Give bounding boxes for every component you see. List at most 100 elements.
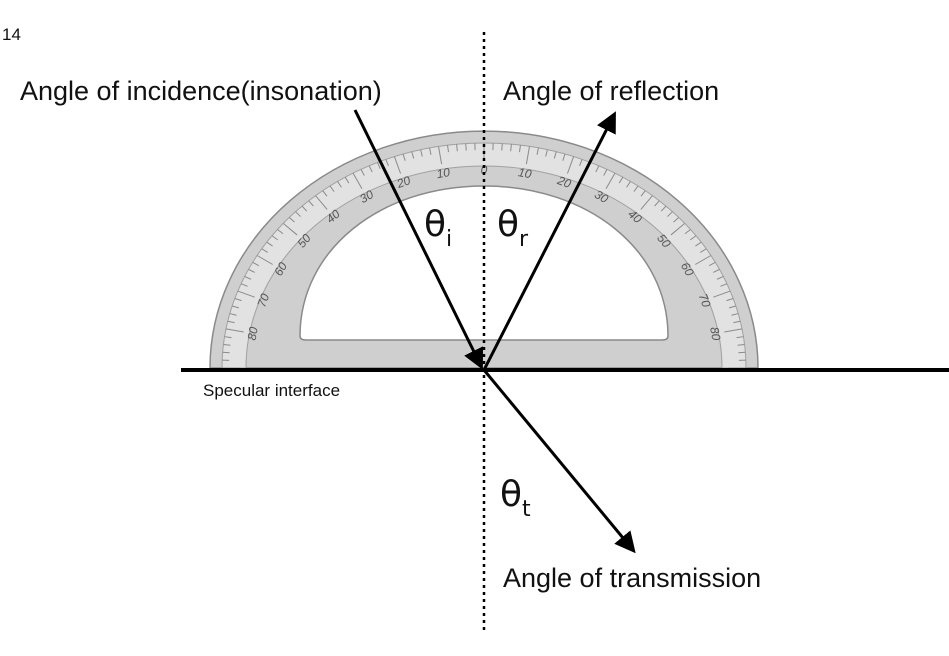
protractor-tick-label: 80 bbox=[245, 326, 261, 342]
protractor-tick bbox=[232, 305, 240, 309]
protractor-tick bbox=[667, 211, 673, 217]
protractor-tick bbox=[240, 283, 248, 287]
transmission-label: Angle of transmission bbox=[503, 563, 761, 593]
protractor-tick bbox=[713, 290, 731, 298]
protractor-tick bbox=[329, 185, 335, 192]
protractor-tick bbox=[248, 268, 256, 273]
protractor-tick bbox=[385, 159, 389, 167]
incidence-label: Angle of incidence(insonation) bbox=[20, 76, 382, 106]
reflection-label: Angle of reflection bbox=[503, 76, 719, 106]
figure-number: 14 bbox=[2, 25, 21, 44]
protractor-tick bbox=[456, 144, 458, 152]
protractor-tick-label: 10 bbox=[435, 165, 451, 181]
protractor-tick bbox=[553, 151, 557, 159]
protractor-tick bbox=[720, 283, 728, 287]
protractor-tick bbox=[322, 190, 328, 197]
protractor-tick bbox=[724, 328, 743, 333]
protractor-tick bbox=[525, 146, 530, 165]
protractor-tick bbox=[266, 241, 273, 247]
protractor-tick bbox=[360, 169, 365, 176]
protractor-tick-label: 70 bbox=[696, 292, 714, 310]
protractor-tick bbox=[731, 313, 739, 316]
interface-label: Specular interface bbox=[203, 381, 340, 400]
protractor-tick bbox=[654, 200, 660, 207]
protractor-tick-label: 20 bbox=[394, 173, 413, 191]
protractor-tick bbox=[288, 217, 295, 223]
protractor-tick bbox=[393, 156, 402, 174]
theta-incidence: θi bbox=[424, 204, 452, 252]
protractor-tick bbox=[660, 205, 667, 212]
reflection-subscript: r bbox=[519, 227, 529, 252]
protractor-tick bbox=[605, 172, 616, 189]
protractor-tick bbox=[229, 313, 237, 316]
protractor-tick bbox=[728, 305, 736, 309]
protractor-tick bbox=[271, 235, 278, 241]
protractor-tick bbox=[376, 162, 381, 170]
protractor-tick-label: 80 bbox=[707, 326, 723, 342]
protractor-tick bbox=[695, 241, 702, 247]
protractor-tick bbox=[536, 147, 539, 155]
protractor-tick bbox=[690, 235, 697, 241]
protractor-tick bbox=[566, 156, 575, 174]
protractor-tick bbox=[518, 145, 521, 153]
protractor-tick bbox=[562, 153, 566, 161]
protractor-tick bbox=[595, 165, 600, 173]
incidence-subscript: i bbox=[446, 227, 452, 252]
protractor-tick bbox=[438, 146, 443, 165]
protractor-tick bbox=[684, 229, 691, 235]
protractor-tick bbox=[252, 261, 260, 267]
protractor-tick bbox=[673, 217, 680, 223]
protractor-tick bbox=[712, 268, 720, 273]
protractor-tick bbox=[737, 343, 745, 346]
protractor-tick bbox=[352, 172, 363, 189]
protractor-tick bbox=[308, 200, 314, 207]
protractor-tick bbox=[633, 185, 639, 192]
protractor-tick bbox=[282, 222, 298, 236]
protractor-tick bbox=[315, 195, 328, 210]
protractor-tick-label: 30 bbox=[357, 187, 376, 206]
protractor-tick bbox=[295, 211, 301, 217]
protractor-tick bbox=[708, 261, 716, 267]
protractor-tick bbox=[695, 255, 712, 265]
protractor-tick bbox=[420, 149, 423, 157]
transmission-subscript: t bbox=[522, 497, 531, 522]
protractor-tick-label: 60 bbox=[678, 260, 697, 279]
protractor-tick bbox=[640, 190, 646, 197]
protractor-tick bbox=[618, 176, 624, 184]
protractor-tick bbox=[244, 276, 252, 280]
protractor-tick bbox=[670, 222, 686, 236]
protractor-tick bbox=[234, 297, 242, 302]
theta-symbol: θ bbox=[497, 204, 519, 245]
protractor-tick bbox=[224, 336, 232, 339]
transmitted-ray bbox=[482, 369, 636, 554]
protractor-tick bbox=[227, 320, 235, 324]
protractor-tick bbox=[411, 151, 415, 159]
protractor-tick bbox=[736, 336, 744, 339]
protractor-tick bbox=[368, 165, 373, 173]
protractor-tick bbox=[726, 297, 734, 302]
protractor-tick bbox=[301, 205, 308, 212]
protractor-tick bbox=[223, 343, 231, 346]
protractor-tick-label: 60 bbox=[271, 260, 290, 279]
protractor-tick bbox=[225, 328, 244, 333]
protractor-tick bbox=[716, 276, 724, 280]
protractor-tick-label: 10 bbox=[517, 165, 533, 181]
protractor-tick-label: 20 bbox=[555, 173, 574, 191]
protractor-tick bbox=[699, 248, 707, 253]
protractor-tick bbox=[429, 147, 432, 155]
theta-symbol: θ bbox=[500, 474, 522, 515]
protractor-tick-label: 70 bbox=[254, 291, 272, 309]
protractor-tick bbox=[603, 169, 608, 176]
reflected-ray bbox=[482, 111, 616, 371]
protractor-tick bbox=[510, 144, 512, 152]
protractor-tick bbox=[237, 290, 255, 298]
protractor-tick bbox=[579, 159, 583, 167]
protractor-tick bbox=[344, 176, 350, 184]
protractor-tick bbox=[402, 153, 406, 161]
protractor-tick bbox=[277, 229, 284, 235]
protractor-ticks bbox=[222, 143, 746, 368]
incident-ray bbox=[353, 109, 484, 370]
theta-transmission: θt bbox=[500, 474, 531, 522]
